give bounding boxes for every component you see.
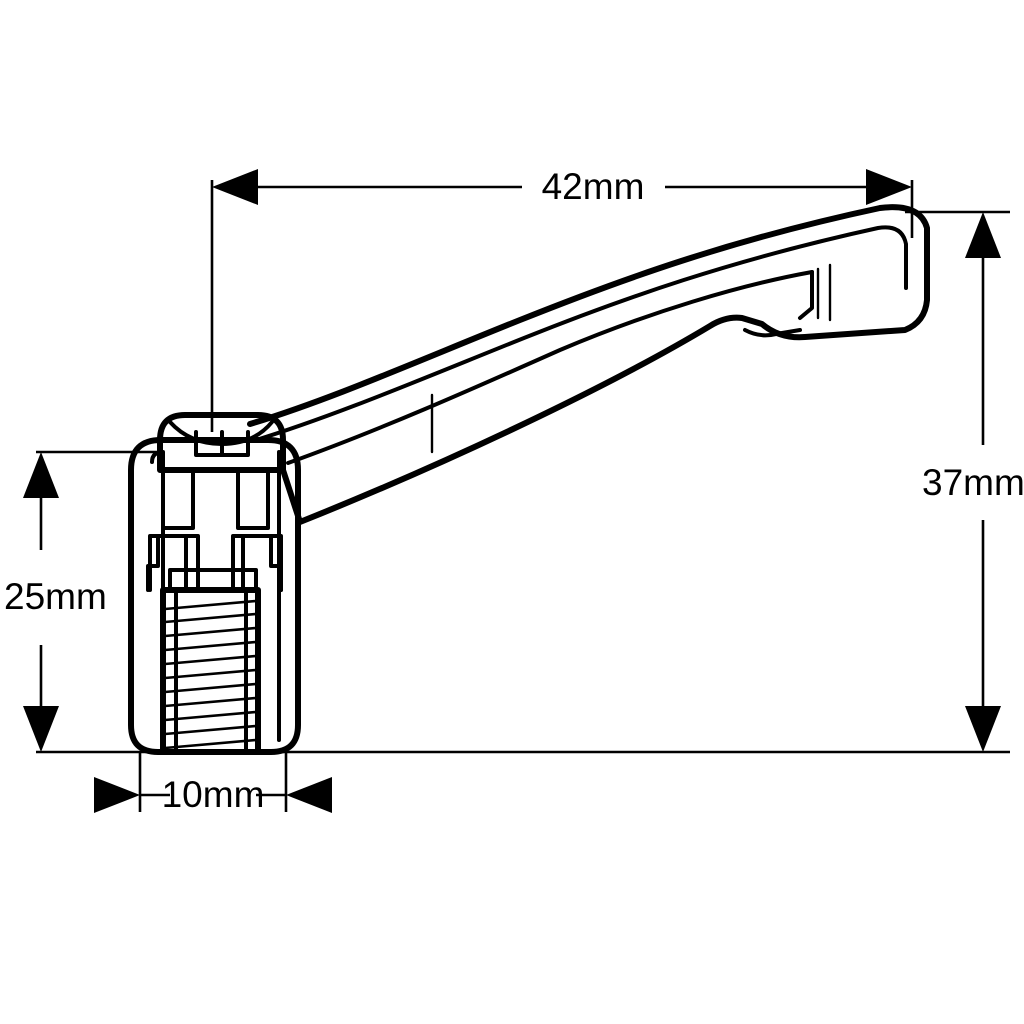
arrow-10-right (286, 777, 332, 813)
arrow-25-top (23, 452, 59, 498)
dimension-label-37mm: 37mm (922, 462, 1024, 503)
dimension-42mm: 42mm (210, 166, 914, 432)
arrow-37-bottom (965, 706, 1001, 752)
lever-handle (247, 204, 930, 525)
dimension-37mm: 37mm (268, 210, 1024, 754)
lever-boss (157, 412, 286, 473)
arrow-25-bottom (23, 706, 59, 752)
dimension-10mm: 10mm (94, 752, 332, 815)
arrow-42-right (866, 169, 912, 205)
part-geometry (128, 204, 930, 755)
dimension-label-42mm: 42mm (542, 166, 645, 207)
dimension-label-10mm: 10mm (162, 774, 265, 815)
thread-lines (164, 599, 257, 750)
clamp-body (128, 437, 301, 755)
arrow-37-top (965, 212, 1001, 258)
arrow-10-left (94, 777, 140, 813)
threaded-stud (160, 568, 261, 755)
arrow-42-left (212, 169, 258, 205)
dimension-label-25mm: 25mm (4, 576, 107, 617)
dimension-annotations: 42mm 37mm (4, 166, 1024, 815)
dimension-25mm: 25mm (4, 450, 160, 754)
